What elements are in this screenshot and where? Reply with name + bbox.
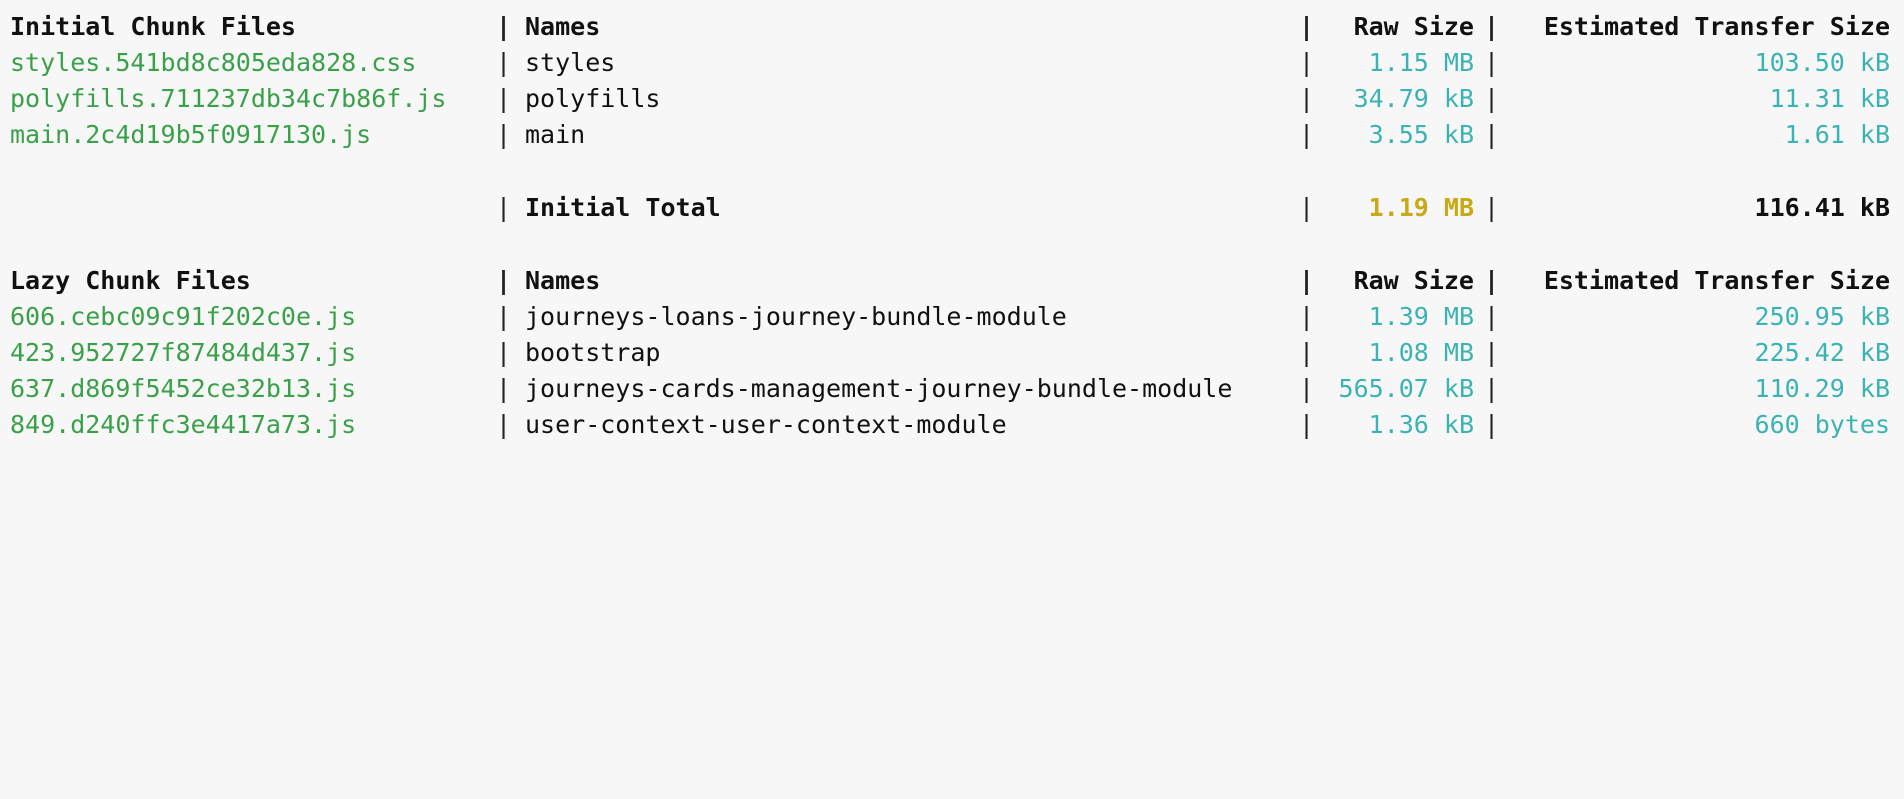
chunk-raw-size: 34.79 kB [1353, 84, 1474, 113]
column-separator: | [1484, 84, 1500, 113]
build-output-terminal: Initial Chunk Files | Names | Raw Size |… [0, 5, 1904, 447]
initial-header-raw-size: Raw Size [1353, 12, 1474, 41]
chunk-name: main [525, 120, 586, 149]
initial-header-row: Initial Chunk Files | Names | Raw Size |… [0, 5, 1904, 49]
chunk-estimated-size: 250.95 kB [1754, 302, 1890, 331]
chunk-estimated-size: 103.50 kB [1754, 48, 1890, 77]
column-separator: | [496, 120, 512, 149]
column-separator: | [1484, 193, 1500, 222]
column-separator: | [496, 193, 512, 222]
column-separator: | [1484, 12, 1500, 41]
column-separator: | [496, 302, 512, 331]
column-separator: | [1484, 338, 1500, 367]
chunk-estimated-size: 660 bytes [1754, 410, 1890, 439]
column-separator: | [1299, 120, 1315, 149]
chunk-name: styles [525, 48, 616, 77]
column-separator: | [496, 266, 512, 295]
table-row: 637.d869f5452ce32b13.js | journeys-cards… [0, 367, 1904, 411]
chunk-name: user-context-user-context-module [525, 410, 1007, 439]
column-separator: | [1299, 48, 1315, 77]
chunk-name: journeys-loans-journey-bundle-module [525, 302, 1067, 331]
chunk-file-name: polyfills.711237db34c7b86f.js [10, 84, 447, 113]
chunk-file-name: main.2c4d19b5f0917130.js [10, 120, 372, 149]
column-separator: | [1484, 374, 1500, 403]
chunk-raw-size: 1.36 kB [1368, 410, 1474, 439]
chunk-file-name: 606.cebc09c91f202c0e.js [10, 302, 357, 331]
chunk-raw-size: 1.39 MB [1368, 302, 1474, 331]
initial-header-names: Names [525, 12, 601, 41]
chunk-estimated-size: 110.29 kB [1754, 374, 1890, 403]
chunk-raw-size: 1.15 MB [1368, 48, 1474, 77]
column-separator: | [1299, 193, 1315, 222]
initial-total-estimated-size: 116.41 kB [1754, 193, 1890, 222]
chunk-file-name: 849.d240ffc3e4417a73.js [10, 410, 357, 439]
column-separator: | [496, 338, 512, 367]
column-separator: | [1484, 120, 1500, 149]
table-row: polyfills.711237db34c7b86f.js | polyfill… [0, 77, 1904, 121]
column-separator: | [1299, 410, 1315, 439]
chunk-name: journeys-cards-management-journey-bundle… [525, 374, 1233, 403]
chunk-raw-size: 1.08 MB [1368, 338, 1474, 367]
column-separator: | [1299, 302, 1315, 331]
column-separator: | [1299, 84, 1315, 113]
initial-total-label: Initial Total [525, 193, 721, 222]
lazy-header-raw-size: Raw Size [1353, 266, 1474, 295]
table-row: 606.cebc09c91f202c0e.js | journeys-loans… [0, 295, 1904, 339]
column-separator: | [1484, 410, 1500, 439]
lazy-header-names: Names [525, 266, 601, 295]
initial-total-raw-size: 1.19 MB [1368, 193, 1474, 222]
chunk-name: bootstrap [525, 338, 661, 367]
initial-header-estimated-size: Estimated Transfer Size [1543, 12, 1890, 41]
lazy-header-row: Lazy Chunk Files | Names | Raw Size | Es… [0, 259, 1904, 303]
column-separator: | [496, 12, 512, 41]
column-separator: | [1299, 374, 1315, 403]
column-separator: | [496, 374, 512, 403]
lazy-header-files: Lazy Chunk Files [10, 266, 251, 295]
chunk-estimated-size: 1.61 kB [1784, 120, 1890, 149]
chunk-estimated-size: 11.31 kB [1769, 84, 1890, 113]
chunk-name: polyfills [525, 84, 661, 113]
initial-header-files: Initial Chunk Files [10, 12, 296, 41]
lazy-header-estimated-size: Estimated Transfer Size [1543, 266, 1890, 295]
chunk-raw-size: 565.07 kB [1338, 374, 1474, 403]
column-separator: | [496, 84, 512, 113]
chunk-raw-size: 3.55 kB [1368, 120, 1474, 149]
chunk-estimated-size: 225.42 kB [1754, 338, 1890, 367]
column-separator: | [496, 48, 512, 77]
column-separator: | [1484, 302, 1500, 331]
column-separator: | [1299, 266, 1315, 295]
column-separator: | [496, 410, 512, 439]
column-separator: | [1484, 48, 1500, 77]
table-row: 423.952727f87484d437.js | bootstrap | 1.… [0, 331, 1904, 375]
table-row: styles.541bd8c805eda828.css | styles | 1… [0, 41, 1904, 85]
table-row: 849.d240ffc3e4417a73.js | user-context-u… [0, 403, 1904, 447]
table-row: main.2c4d19b5f0917130.js | main | 3.55 k… [0, 113, 1904, 157]
column-separator: | [1299, 12, 1315, 41]
chunk-file-name: 637.d869f5452ce32b13.js [10, 374, 357, 403]
column-separator: | [1299, 338, 1315, 367]
initial-total-row: | Initial Total | 1.19 MB | 116.41 kB [0, 186, 1904, 230]
chunk-file-name: styles.541bd8c805eda828.css [10, 48, 417, 77]
column-separator: | [1484, 266, 1500, 295]
chunk-file-name: 423.952727f87484d437.js [10, 338, 357, 367]
